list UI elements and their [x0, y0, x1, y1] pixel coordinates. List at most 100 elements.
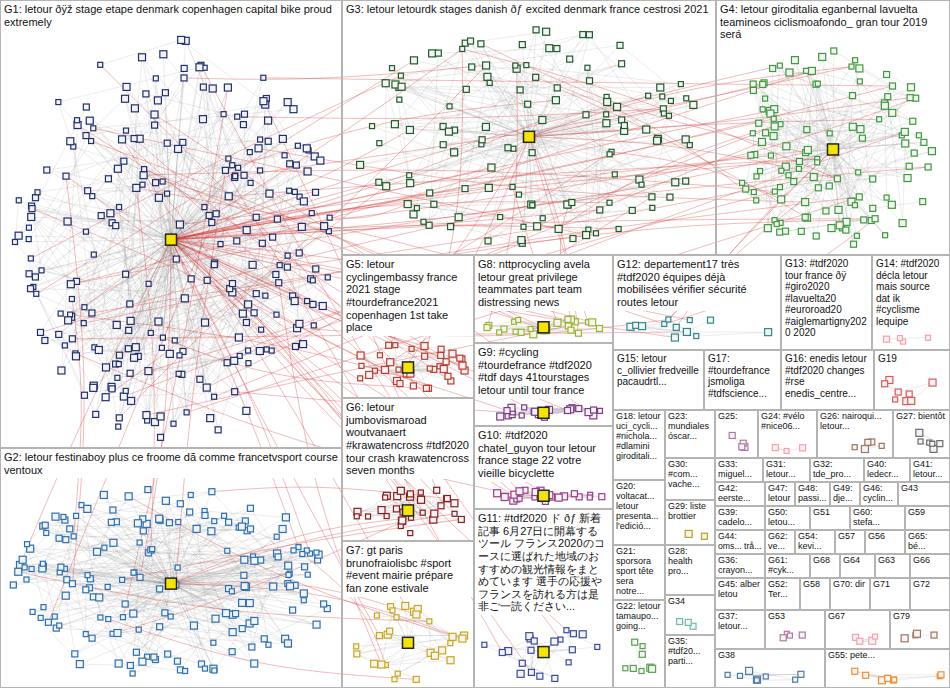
- network-vertex: [287, 161, 293, 167]
- network-vertex: [246, 348, 251, 353]
- network-vertex: [687, 143, 692, 148]
- network-vertex: [178, 36, 185, 43]
- network-vertex: [856, 65, 863, 72]
- network-edge: [557, 64, 621, 88]
- network-vertex: [232, 389, 238, 395]
- network-edge: [47, 170, 171, 240]
- network-bundle: [136, 188, 154, 550]
- network-vertex: [410, 57, 417, 64]
- network-vertex: [534, 223, 541, 230]
- network-edge: [23, 521, 215, 560]
- network-vertex: [519, 42, 525, 48]
- network-edge: [583, 35, 664, 109]
- network-edge: [521, 642, 555, 674]
- network-vertex: [69, 336, 75, 342]
- network-vertex: [529, 150, 535, 156]
- network-edge: [888, 97, 903, 223]
- network-vertex: [125, 346, 131, 352]
- network-vertex: [146, 281, 151, 286]
- network-vertex: [245, 301, 252, 308]
- network-edge: [47, 170, 137, 188]
- network-edge: [61, 125, 77, 370]
- network-vertex: [690, 101, 697, 108]
- network-vertex: [614, 103, 621, 110]
- network-edge: [134, 512, 190, 573]
- network-edge: [751, 149, 833, 155]
- network-vertex: [247, 150, 252, 155]
- network-vertex: [639, 182, 644, 187]
- network-edge: [86, 99, 125, 136]
- network-edge: [142, 57, 328, 277]
- network-vertex: [661, 111, 666, 116]
- network-vertex: [585, 65, 590, 70]
- network-vertex: [650, 205, 655, 210]
- network-vertex: [382, 80, 389, 87]
- network-vertex: [26, 237, 31, 242]
- network-vertex: [518, 237, 525, 244]
- network-vertex: [604, 98, 611, 105]
- network-vertex: [391, 121, 398, 128]
- network-bundle: [481, 44, 806, 153]
- vertex-layer: [10, 27, 944, 684]
- network-edge: [770, 111, 831, 150]
- network-vertex: [32, 195, 38, 201]
- network-vertex: [274, 216, 280, 222]
- network-vertex: [26, 225, 31, 230]
- network-edge: [763, 109, 893, 113]
- network-vertex: [483, 62, 490, 69]
- network-edge: [866, 674, 941, 676]
- network-edge: [58, 67, 199, 102]
- network-edge: [149, 551, 228, 553]
- network-edge: [163, 54, 174, 340]
- network-vertex: [258, 168, 263, 173]
- network-vertex: [89, 310, 95, 316]
- network-vertex: [58, 311, 63, 316]
- network-vertex: [139, 54, 146, 61]
- network-vertex: [243, 319, 249, 325]
- network-vertex: [240, 122, 246, 128]
- network-vertex: [123, 271, 129, 277]
- network-edge: [566, 630, 597, 647]
- network-edge: [27, 544, 48, 622]
- network-vertex: [42, 338, 48, 344]
- network-edge: [116, 492, 211, 522]
- network-edge: [833, 149, 857, 235]
- network-vertex: [86, 117, 93, 124]
- network-vertex: [171, 421, 176, 426]
- network-bundle: [187, 197, 860, 412]
- network-edge: [746, 189, 855, 205]
- network-vertex: [69, 296, 74, 301]
- network-bundle: [559, 124, 781, 229]
- network-vertex: [26, 271, 32, 277]
- network-edge: [239, 296, 293, 338]
- network-vertex: [555, 225, 562, 232]
- network-vertex: [517, 87, 523, 93]
- network-edge: [46, 524, 146, 533]
- network-edge: [88, 522, 112, 575]
- network-vertex: [421, 219, 426, 224]
- network-vertex: [221, 112, 226, 117]
- network-vertex: [159, 345, 164, 350]
- network-edge: [89, 588, 316, 625]
- network-vertex: [234, 238, 240, 244]
- network-vertex: [311, 323, 316, 328]
- network-edge: [146, 94, 237, 117]
- network-edge: [85, 590, 86, 634]
- network-vertex: [284, 99, 291, 106]
- network-vertex: [81, 392, 87, 398]
- network-edge: [620, 45, 693, 105]
- network-edge: [74, 536, 171, 583]
- network-vertex: [482, 123, 489, 130]
- network-vertex: [478, 41, 484, 47]
- network-vertex: [215, 427, 221, 433]
- network-vertex: [128, 397, 135, 404]
- network-edge: [780, 66, 853, 96]
- network-vertex: [426, 222, 432, 228]
- network-edge: [19, 200, 171, 239]
- network-vertex: [296, 250, 302, 256]
- network-edge: [205, 511, 286, 517]
- edge-layer: [13, 30, 941, 680]
- network-vertex: [643, 126, 650, 133]
- network-vertex: [56, 100, 61, 105]
- network-vertex: [28, 213, 35, 220]
